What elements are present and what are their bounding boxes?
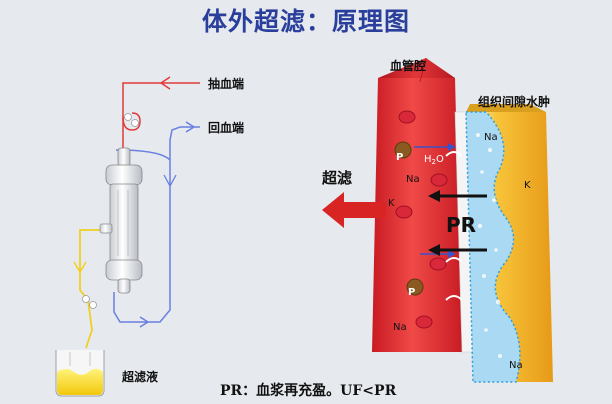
sodium-label: Na bbox=[406, 174, 420, 185]
flux-arrows bbox=[414, 143, 456, 258]
vessel-labels: P P H2O Na K Na Na K Na PR bbox=[388, 132, 531, 371]
edema-bubbles bbox=[476, 133, 502, 358]
pump-roller-icon bbox=[89, 301, 97, 309]
ultrafiltration-arrow bbox=[322, 192, 386, 228]
vessel-section bbox=[322, 57, 553, 383]
blood-cell-icon bbox=[429, 257, 447, 271]
vessel-top-cap bbox=[378, 58, 455, 78]
filtrate-line bbox=[73, 229, 104, 349]
extracorporeal-circuit bbox=[55, 76, 200, 397]
sodium-label: Na bbox=[484, 132, 498, 143]
protein-particle-icon bbox=[406, 278, 424, 296]
draw-blood-label: 抽血端 bbox=[208, 77, 245, 91]
page-title: 体外超滤：原理图 bbox=[201, 7, 410, 36]
blood-cell-icon bbox=[430, 173, 448, 187]
sodium-label: Na bbox=[509, 360, 523, 371]
hemofilter-icon bbox=[99, 147, 143, 294]
protein-particle-icon bbox=[394, 141, 412, 159]
protein-label: P bbox=[396, 152, 403, 163]
pump-roller-icon bbox=[124, 113, 132, 121]
blood-cell-icon bbox=[398, 110, 416, 124]
filtrate-container-icon bbox=[55, 350, 105, 397]
caption: PR：血浆再充盈。UF<PR bbox=[220, 383, 397, 399]
pump-roller-icon bbox=[131, 119, 139, 127]
water-flow-arrows bbox=[445, 151, 463, 301]
pr-arrows bbox=[428, 190, 487, 256]
pr-label: PR bbox=[446, 213, 476, 237]
protein-label: P bbox=[408, 287, 415, 298]
interstitial-edema-label: 组织间隙水肿 bbox=[478, 95, 551, 109]
return-line bbox=[113, 121, 200, 328]
vessel-lumen-label: 血管腔 bbox=[390, 59, 427, 73]
potassium-label: K bbox=[388, 198, 395, 209]
pump-roller-icon bbox=[82, 295, 90, 303]
sodium-label: Na bbox=[393, 322, 407, 333]
h2o-label: H2O bbox=[424, 154, 444, 166]
edema-fluid-front bbox=[465, 111, 521, 383]
interstitial-top bbox=[466, 104, 546, 112]
draw-line bbox=[122, 76, 200, 150]
return-blood-label: 回血端 bbox=[208, 121, 245, 135]
blood-cell-icon bbox=[415, 315, 433, 329]
blood-cell-icon bbox=[395, 205, 413, 219]
ultrafiltration-label: 超滤 bbox=[322, 169, 353, 187]
ultrafiltrate-label: 超滤液 bbox=[122, 370, 159, 384]
red-blood-cells bbox=[395, 110, 448, 329]
potassium-label: K bbox=[524, 180, 531, 191]
